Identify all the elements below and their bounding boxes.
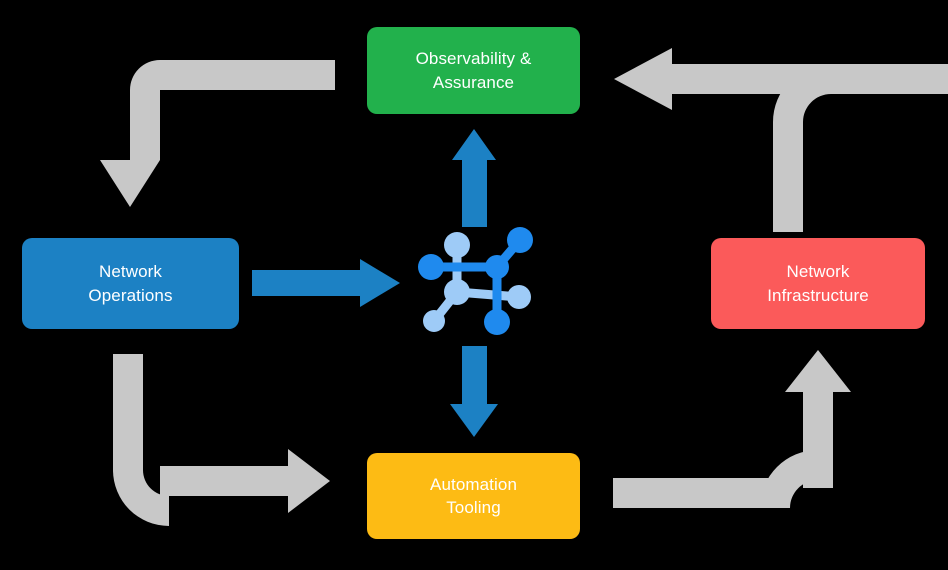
node-box-observability[interactable]: Observability & Assurance — [367, 27, 580, 114]
node-box-network-operations[interactable]: Network Operations — [22, 238, 239, 329]
gray-arrow-observability-to-operations — [100, 60, 335, 207]
blue-arrow-center-to-observability — [452, 129, 496, 227]
gray-arrow-infrastructure-to-observability — [614, 48, 948, 232]
blue-arrow-operations-to-center — [252, 259, 400, 307]
blue-arrow-center-to-automation — [450, 346, 498, 437]
network-topology-icon — [418, 227, 533, 335]
node-box-network-infrastructure[interactable]: Network Infrastructure — [711, 238, 925, 329]
node-box-automation-tooling[interactable]: Automation Tooling — [367, 453, 580, 539]
gray-arrow-operations-to-automation — [113, 354, 330, 526]
gray-arrow-automation-to-infrastructure — [613, 350, 851, 508]
